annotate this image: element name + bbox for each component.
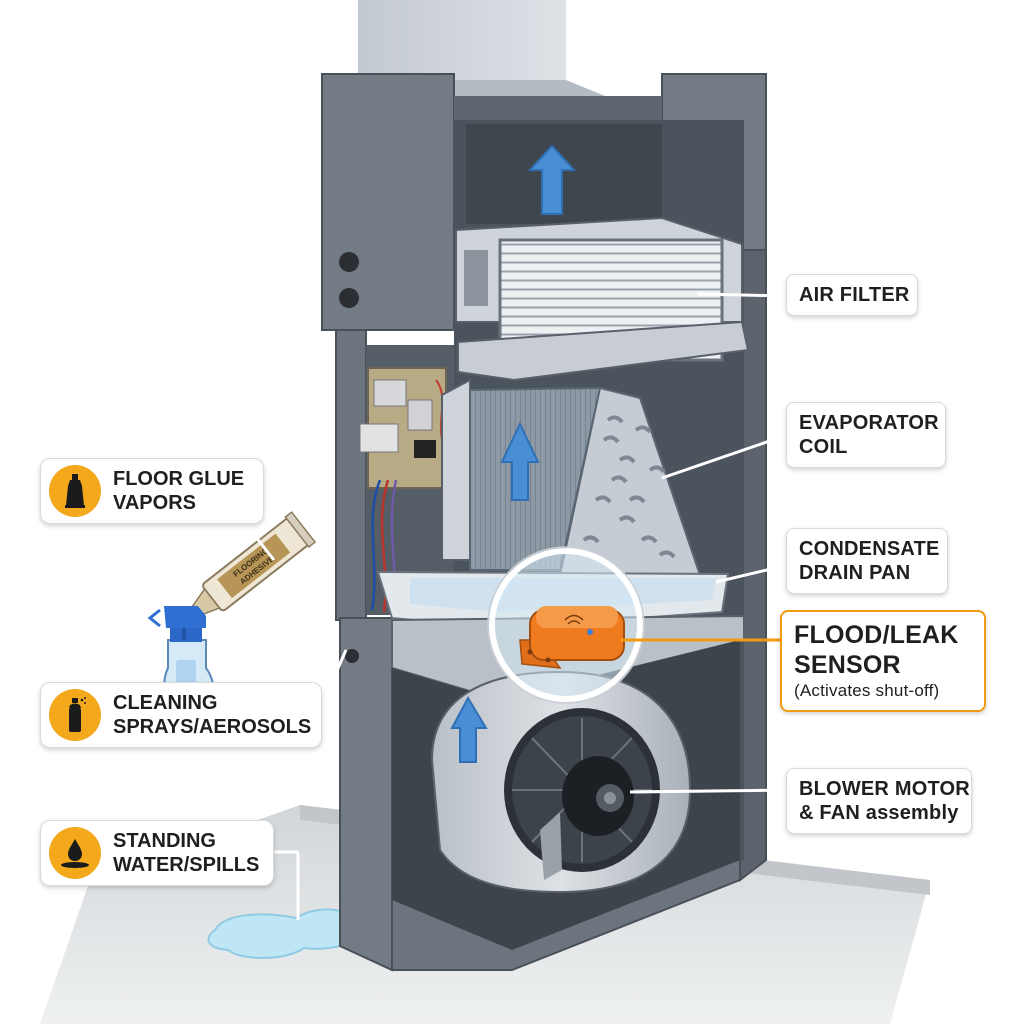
hazard-water-line-2: WATER/SPILLS xyxy=(113,854,260,876)
condensate-drain-pan-label: CONDENSATE DRAIN PAN xyxy=(786,528,948,594)
hazard-floor-glue: FLOOR GLUE VAPORS xyxy=(40,458,264,524)
leader-lines xyxy=(220,292,793,920)
airflow-arrow-blower xyxy=(450,695,488,763)
flood-sensor-device xyxy=(519,606,625,669)
airflow-arrow-top xyxy=(527,144,577,215)
hazard-standing-water: STANDING WATER/SPILLS xyxy=(40,820,274,886)
air-filter-label: AIR FILTER xyxy=(786,274,918,316)
condensate-label-line-1: CONDENSATE xyxy=(799,538,940,560)
water-drop-icon xyxy=(49,827,101,879)
air-filter-label-line-1: AIR FILTER xyxy=(799,284,910,306)
evaporator-coil xyxy=(469,386,702,576)
glue-tube: FLOORING ADHESIVE xyxy=(183,511,317,623)
hazard-floor-glue-line-2: VAPORS xyxy=(113,492,196,514)
control-board xyxy=(359,367,451,613)
flood-leak-sensor-label: FLOOD/LEAK SENSOR (Activates shut-off) xyxy=(780,610,986,712)
hazard-cleaning-line-2: SPRAYS/AEROSOLS xyxy=(113,716,312,738)
air-filter-unit xyxy=(455,216,750,382)
evaporator-coil-label-line-1: EVAPORATOR xyxy=(799,412,939,434)
blower-motor-label: BLOWER MOTOR & FAN assembly xyxy=(786,768,972,834)
blower-label-line-1: BLOWER MOTOR xyxy=(799,778,970,800)
flood-sensor-label-line-2: SENSOR xyxy=(794,651,901,679)
aerosol-can-icon xyxy=(49,689,101,741)
hazard-cleaning-sprays: CLEANING SPRAYS/AEROSOLS xyxy=(40,682,322,748)
blower-assembly xyxy=(430,670,692,894)
blower-label-line-2: & FAN assembly xyxy=(799,802,959,824)
hazard-cleaning-line-1: CLEANING xyxy=(113,692,218,714)
condensate-label-line-2: DRAIN PAN xyxy=(799,562,911,584)
hazard-water-line-1: STANDING xyxy=(113,830,216,852)
hazard-floor-glue-line-1: FLOOR GLUE xyxy=(113,468,245,490)
flood-sensor-label-line-1: FLOOD/LEAK xyxy=(794,621,959,649)
evaporator-coil-label: EVAPORATOR COIL xyxy=(786,402,946,468)
airflow-arrow-coil xyxy=(500,421,540,501)
glue-tube-icon xyxy=(49,465,101,517)
flood-sensor-note: (Activates shut-off) xyxy=(794,681,940,700)
evaporator-coil-label-line-2: COIL xyxy=(799,436,848,458)
